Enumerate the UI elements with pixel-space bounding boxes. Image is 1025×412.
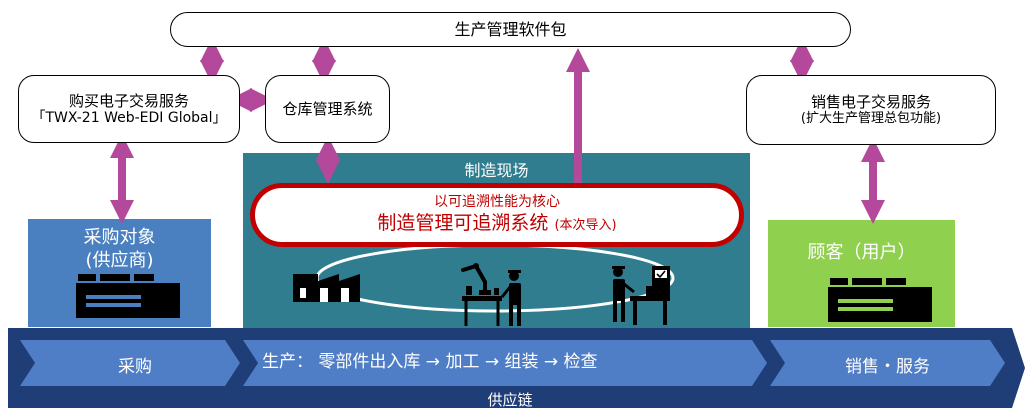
warehouse-management-label: 仓库管理系统 [282, 100, 373, 118]
traceability-core-label: 以可追溯性能为核心 [434, 194, 560, 211]
supplier-label: 采购对象 [83, 227, 156, 248]
purchase-edi-service-box: 购买电子交易服务 「TWX-21 Web-EDI Global」 [18, 75, 240, 143]
worker-icon [500, 270, 521, 326]
stage-label-production: 生产： 零部件出入库 → 加工 → 组装 → 检查 [262, 352, 598, 372]
traceability-system-title: 制造管理可追溯系统 (本次导入) [377, 211, 616, 236]
production-management-package-label: 生产管理软件包 [454, 19, 567, 39]
warehouse-management-box: 仓库管理系统 [265, 75, 390, 143]
supplier-sublabel: (供应商) [85, 249, 154, 271]
production-management-package: 生产管理软件包 [170, 12, 851, 47]
stage-label-purchase: 采购 [118, 357, 152, 377]
supply-chain-label: 供应链 [487, 391, 533, 409]
stage-chevron-purchase [20, 340, 240, 386]
stage-label-sales: 销售・服务 [845, 357, 930, 377]
supplier-machine-icon [76, 274, 180, 318]
factory-building-icon [293, 274, 360, 302]
purchase-edi-product: 「TWX-21 Web-EDI Global」 [31, 109, 227, 126]
sales-edi-title: 销售电子交易服务 [810, 93, 931, 112]
sales-edi-subtitle: (扩大生产管理总包功能) [800, 111, 942, 127]
customer-label: 顾客（用户） [807, 242, 916, 263]
purchase-edi-title: 购买电子交易服务 [68, 91, 189, 110]
inspection-machine-icon [630, 266, 670, 325]
stage-chevron-production [243, 340, 767, 386]
inspector-worker-icon [612, 266, 635, 322]
production-flow-loop [315, 243, 675, 313]
stage-chevron-sales [770, 340, 1005, 386]
sales-edi-service-box: 销售电子交易服务 (扩大生产管理总包功能) [746, 75, 996, 145]
robot-arm-icon [461, 263, 502, 326]
traceability-system-oval: 以可追溯性能为核心 制造管理可追溯系统 (本次导入) [250, 183, 744, 247]
traceability-system-label: 制造管理可追溯系统 [377, 212, 549, 235]
traceability-system-note: (本次导入) [554, 218, 617, 234]
customer-machine-icon [828, 278, 932, 322]
manufacturing-site-title: 制造现场 [464, 161, 529, 180]
